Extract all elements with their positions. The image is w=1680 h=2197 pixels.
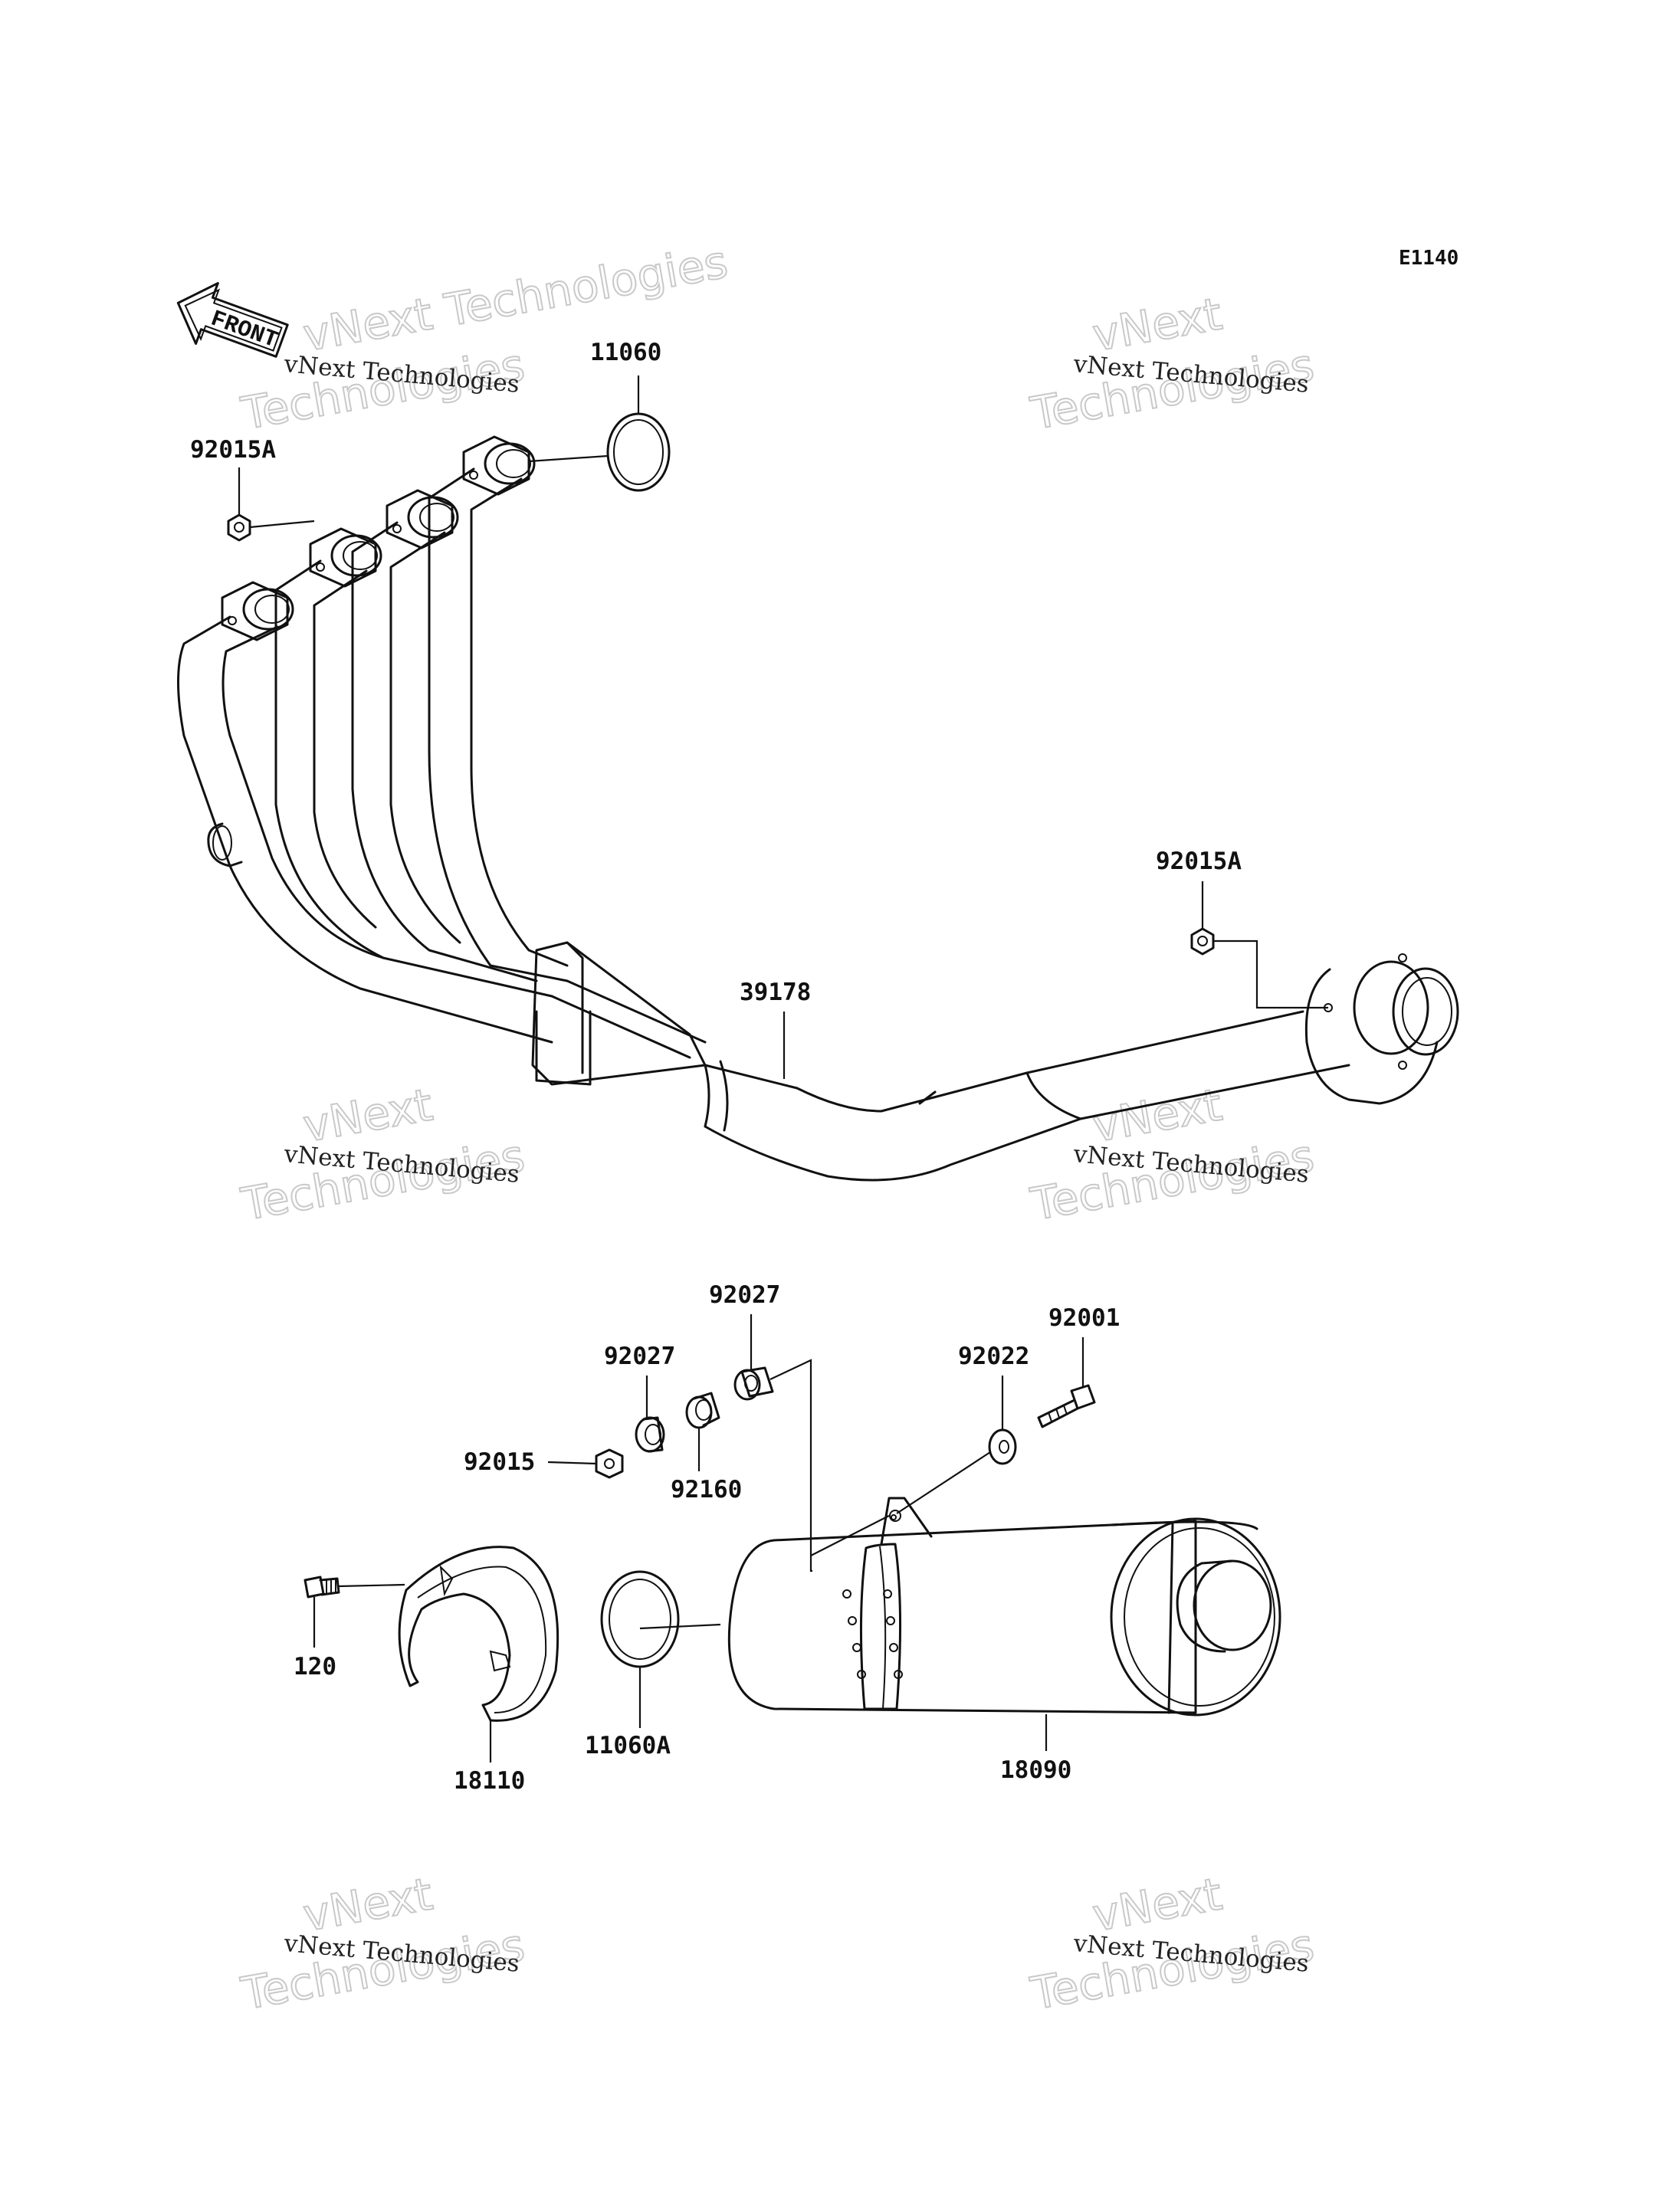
header-flange-1 <box>462 435 536 496</box>
nut-92015A-right <box>1190 927 1215 956</box>
callout-39178: 39178 <box>740 979 811 1006</box>
svg-text:vNext: vNext <box>1089 1867 1226 1941</box>
callout-18110: 18110 <box>454 1767 525 1795</box>
nut-92015 <box>595 1448 624 1479</box>
muffler-18090 <box>727 1497 1281 1717</box>
collar-92027-b <box>733 1366 774 1401</box>
watermark-bottom-right: vNext Technologies vNext Technologies <box>1026 1867 1319 2021</box>
collar-92027-a <box>635 1416 665 1453</box>
svg-text:vNext: vNext <box>1089 287 1226 361</box>
bolt-92001 <box>1037 1384 1096 1428</box>
callout-92027-a: 92027 <box>604 1343 675 1370</box>
callout-92001: 92001 <box>1048 1304 1120 1332</box>
watermark-top-right: vNext Technologies vNext Technologies <box>1026 287 1319 441</box>
header-flange-3 <box>309 527 382 588</box>
callout-92015A-right: 92015A <box>1156 848 1242 875</box>
callout-92015: 92015 <box>464 1448 535 1476</box>
header-outlet-flange <box>1304 953 1459 1105</box>
washer-92022 <box>988 1428 1017 1465</box>
callout-120: 120 <box>294 1653 336 1681</box>
gasket-11060 <box>606 412 671 492</box>
nut-92015A-top <box>227 513 251 542</box>
callout-11060: 11060 <box>590 339 661 366</box>
exhaust-header-pipe <box>177 435 1459 1182</box>
svg-text:vNext: vNext <box>300 1078 437 1152</box>
callout-92015A-top: 92015A <box>190 436 276 464</box>
watermark-top-left: vNext Technologies Technologies vNext Te… <box>237 234 733 440</box>
front-arrow-icon: FRONT <box>176 282 289 358</box>
watermark-mid-left: vNext Technologies vNext Technologies <box>237 1077 530 1231</box>
svg-text:vNext: vNext <box>300 1867 437 1941</box>
grommet-92160 <box>685 1392 720 1429</box>
gasket-11060A <box>600 1570 680 1668</box>
watermark-group: vNext Technologies Technologies vNext Te… <box>237 234 1319 2021</box>
callout-92160: 92160 <box>671 1476 742 1503</box>
callout-92027-b: 92027 <box>709 1281 780 1309</box>
header-flange-2 <box>386 489 459 549</box>
header-flange-4 <box>221 581 294 641</box>
watermark-bottom-left: vNext Technologies vNext Technologies <box>237 1867 530 2021</box>
diagram-code: E1140 <box>1399 247 1459 270</box>
callout-18090: 18090 <box>1000 1756 1071 1784</box>
heat-guard-18110 <box>398 1546 559 1722</box>
svg-text:vNext: vNext <box>1089 1078 1226 1152</box>
bolt-120 <box>304 1576 340 1599</box>
callout-92022: 92022 <box>958 1343 1029 1370</box>
callout-11060A: 11060A <box>585 1732 671 1759</box>
